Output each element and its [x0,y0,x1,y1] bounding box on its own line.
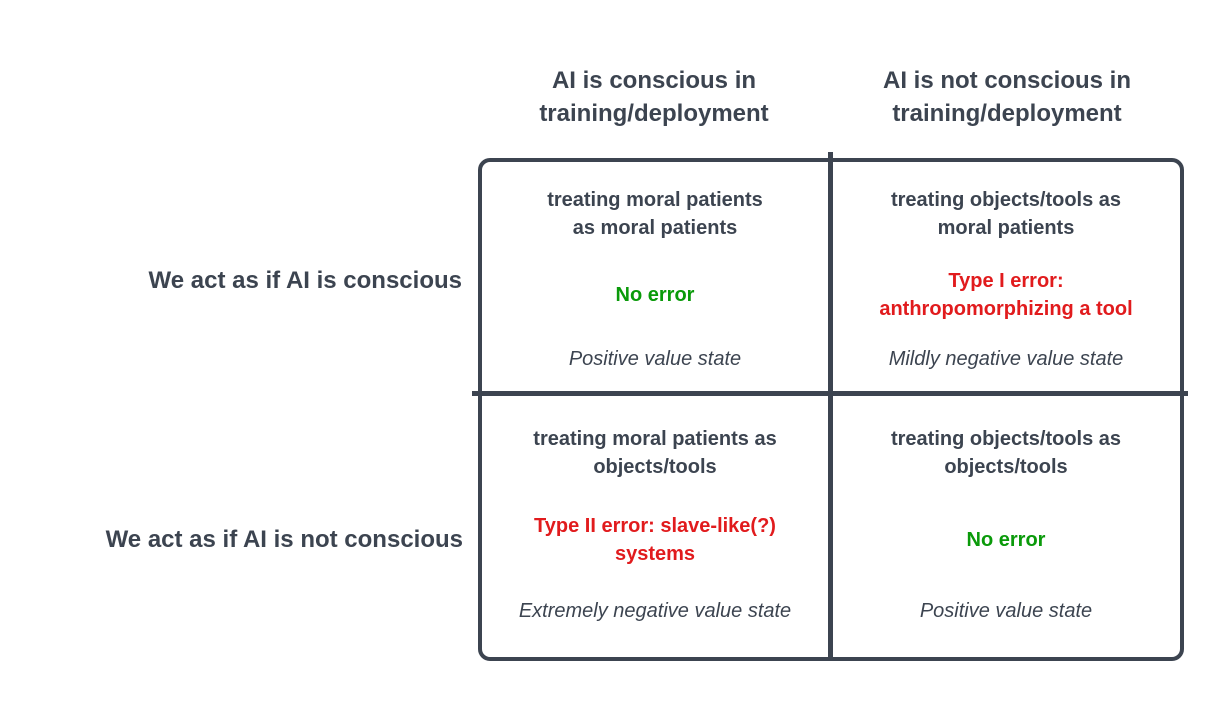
cell-top-right: treating objects/tools as moral patients… [832,162,1180,391]
cell-value-state-text: Extremely negative value state [518,600,792,622]
row-label-act-as-if-not-conscious: We act as if AI is not conscious [105,526,463,553]
cell-error-text: No error [966,529,1046,551]
cell-bottom-left: treating moral patients as objects/tools… [482,395,828,657]
cell-value-state-text: Mildly negative value state [888,348,1124,370]
row-label-act-as-if-conscious: We act as if AI is conscious [148,267,462,294]
cell-treatment-text: treating objects/tools as objects/tools [890,428,1122,478]
vertical-divider-line [828,152,833,658]
cell-error-text: Type I error: anthropomorphizing a tool [879,269,1133,320]
cell-value-state-text: Positive value state [568,348,742,370]
cell-value-state-text: Positive value state [919,600,1093,622]
cell-treatment-text: treating moral patients as moral patient… [547,189,763,239]
cell-treatment-text: treating moral patients as objects/tools [533,428,777,478]
horizontal-divider-line [472,391,1188,396]
cell-treatment-text: treating objects/tools as moral patients [890,189,1122,239]
column-header-ai-not-conscious: AI is not conscious in training/deployme… [882,67,1132,127]
column-header-ai-conscious: AI is conscious in training/deployment [539,67,769,127]
cell-error-text: No error [615,283,695,306]
cell-bottom-right: treating objects/tools as objects/tools … [832,395,1180,657]
cell-error-text: Type II error: slave-like(?) systems [534,515,776,565]
cell-top-left: treating moral patients as moral patient… [482,162,828,391]
